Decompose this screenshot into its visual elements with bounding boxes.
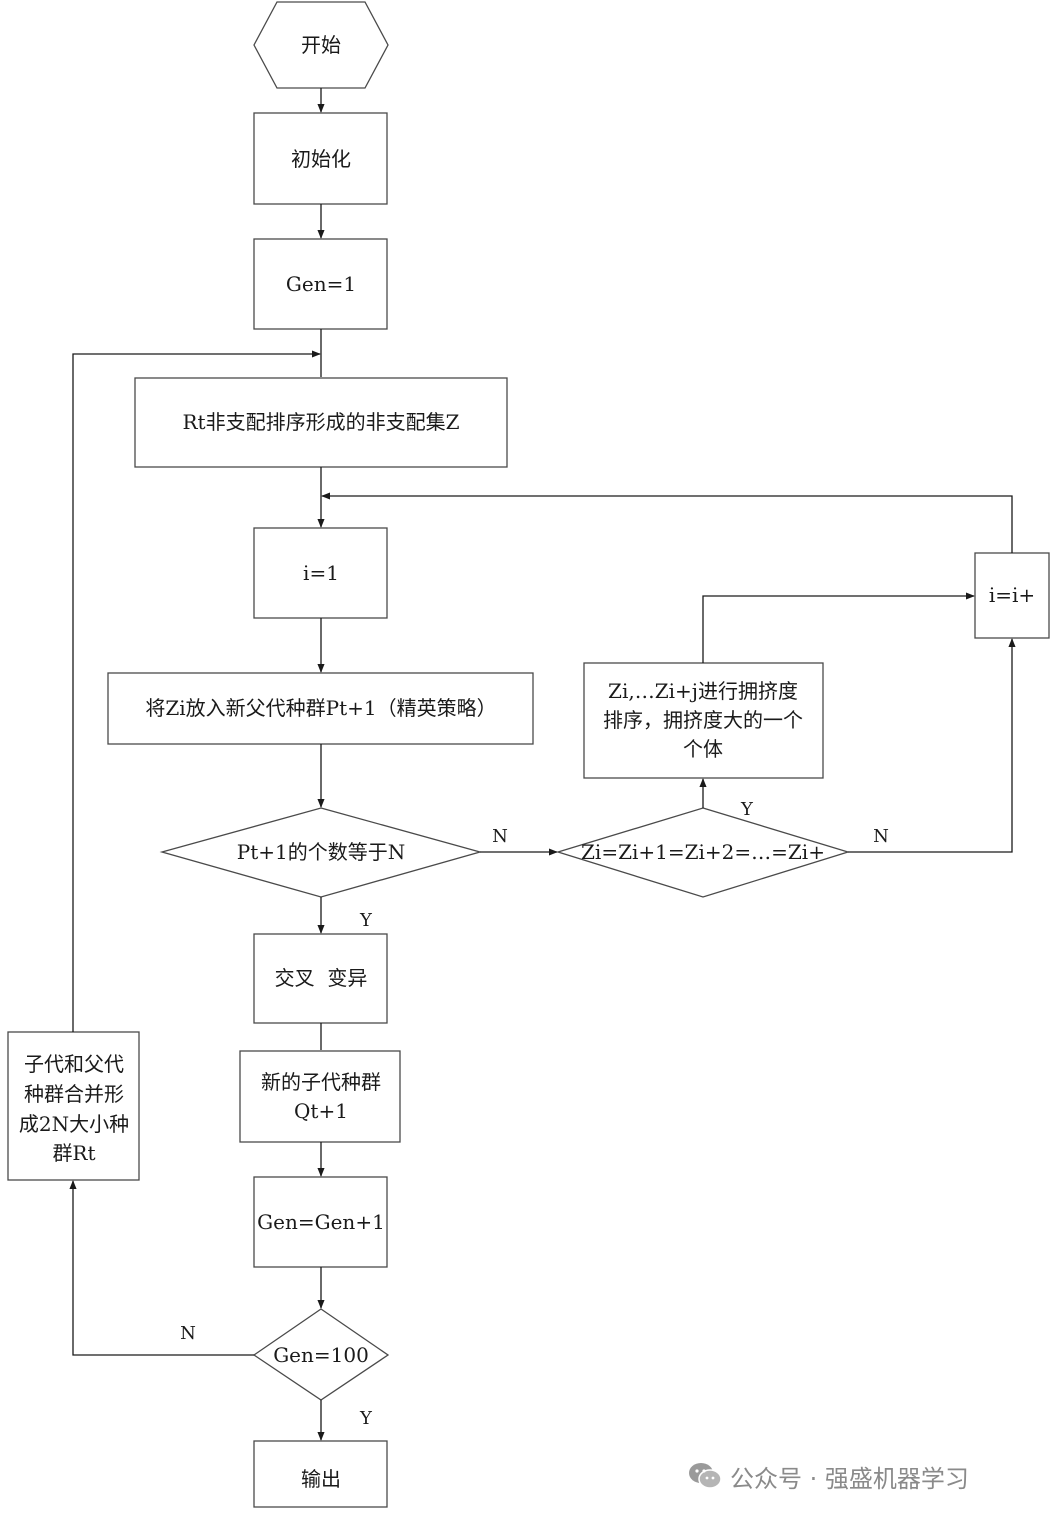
gen-init-label: Gen=1 [286, 272, 356, 296]
output-label: 输出 [301, 1467, 341, 1491]
elite-put-label: 将Zi放入新父代种群Pt+1（精英策略） [145, 696, 496, 720]
i-init-label: i=1 [303, 561, 339, 585]
nondominated-sort-node [134, 377, 508, 468]
edge-label-n-limit: N [180, 1323, 196, 1344]
elite-put-node [107, 672, 534, 745]
gen-increment-node [253, 1176, 388, 1268]
edge-merge-loop [72, 350, 321, 1032]
edge-crowd-inc [702, 592, 975, 663]
gen-increment-label: Gen=Gen+1 [257, 1210, 385, 1234]
edge-label-n-equal: N [873, 826, 889, 847]
watermark: 公众号 · 强盛机器学习 [688, 1458, 969, 1494]
merge-node [7, 1031, 140, 1181]
nondominated-sort-label: Rt非支配排序形成的非支配集Z [183, 410, 460, 434]
output-node [253, 1440, 388, 1508]
start-label: 开始 [301, 33, 341, 57]
new-offspring-node [239, 1050, 401, 1143]
crossover-mutation-label: 交叉 变异 [275, 966, 368, 990]
edge-inc-loop [321, 492, 1013, 553]
edge-label-n-count: N [492, 826, 508, 847]
watermark-text: 公众号 · 强盛机器学习 [730, 1464, 969, 1493]
equality-check-decision [555, 807, 851, 898]
count-check-label: Pt+1的个数等于N [237, 840, 405, 864]
crowding-sort-node [583, 662, 824, 779]
merge-label-2: 种群合并形 [24, 1082, 124, 1106]
wechat-icon [689, 1463, 722, 1489]
merge-label-1: 子代和父代 [24, 1052, 124, 1076]
i-increment-label: i=i+ [989, 583, 1035, 607]
merge-label-3: 成2N大小种 [19, 1112, 129, 1136]
crowding-sort-label-2: 排序，拥挤度大的一个 [603, 708, 803, 732]
merge-label-4: 群Rt [52, 1141, 95, 1165]
edge-equal-inc [848, 638, 1016, 853]
start-node [253, 1, 389, 89]
edge-label-y-count: Y [359, 910, 373, 931]
new-offspring-label-2: Qt+1 [294, 1099, 348, 1123]
new-offspring-label-1: 新的子代种群 [261, 1070, 381, 1094]
init-label: 初始化 [291, 147, 351, 171]
init-node [253, 112, 388, 205]
equality-check-label: Zi=Zi+1=Zi+2=…=Zi+ [581, 840, 825, 864]
edge-label-y-equal: Y [740, 799, 754, 820]
edge-label-y-limit: Y [359, 1408, 373, 1429]
i-init-node [253, 527, 388, 619]
edge-limit-merge [69, 1180, 254, 1356]
gen-limit-label: Gen=100 [273, 1343, 369, 1367]
crowding-sort-label-3: 个体 [683, 737, 723, 761]
crowding-sort-label-1: Zi,…Zi+j进行拥挤度 [608, 679, 798, 703]
i-increment-node [974, 552, 1050, 639]
